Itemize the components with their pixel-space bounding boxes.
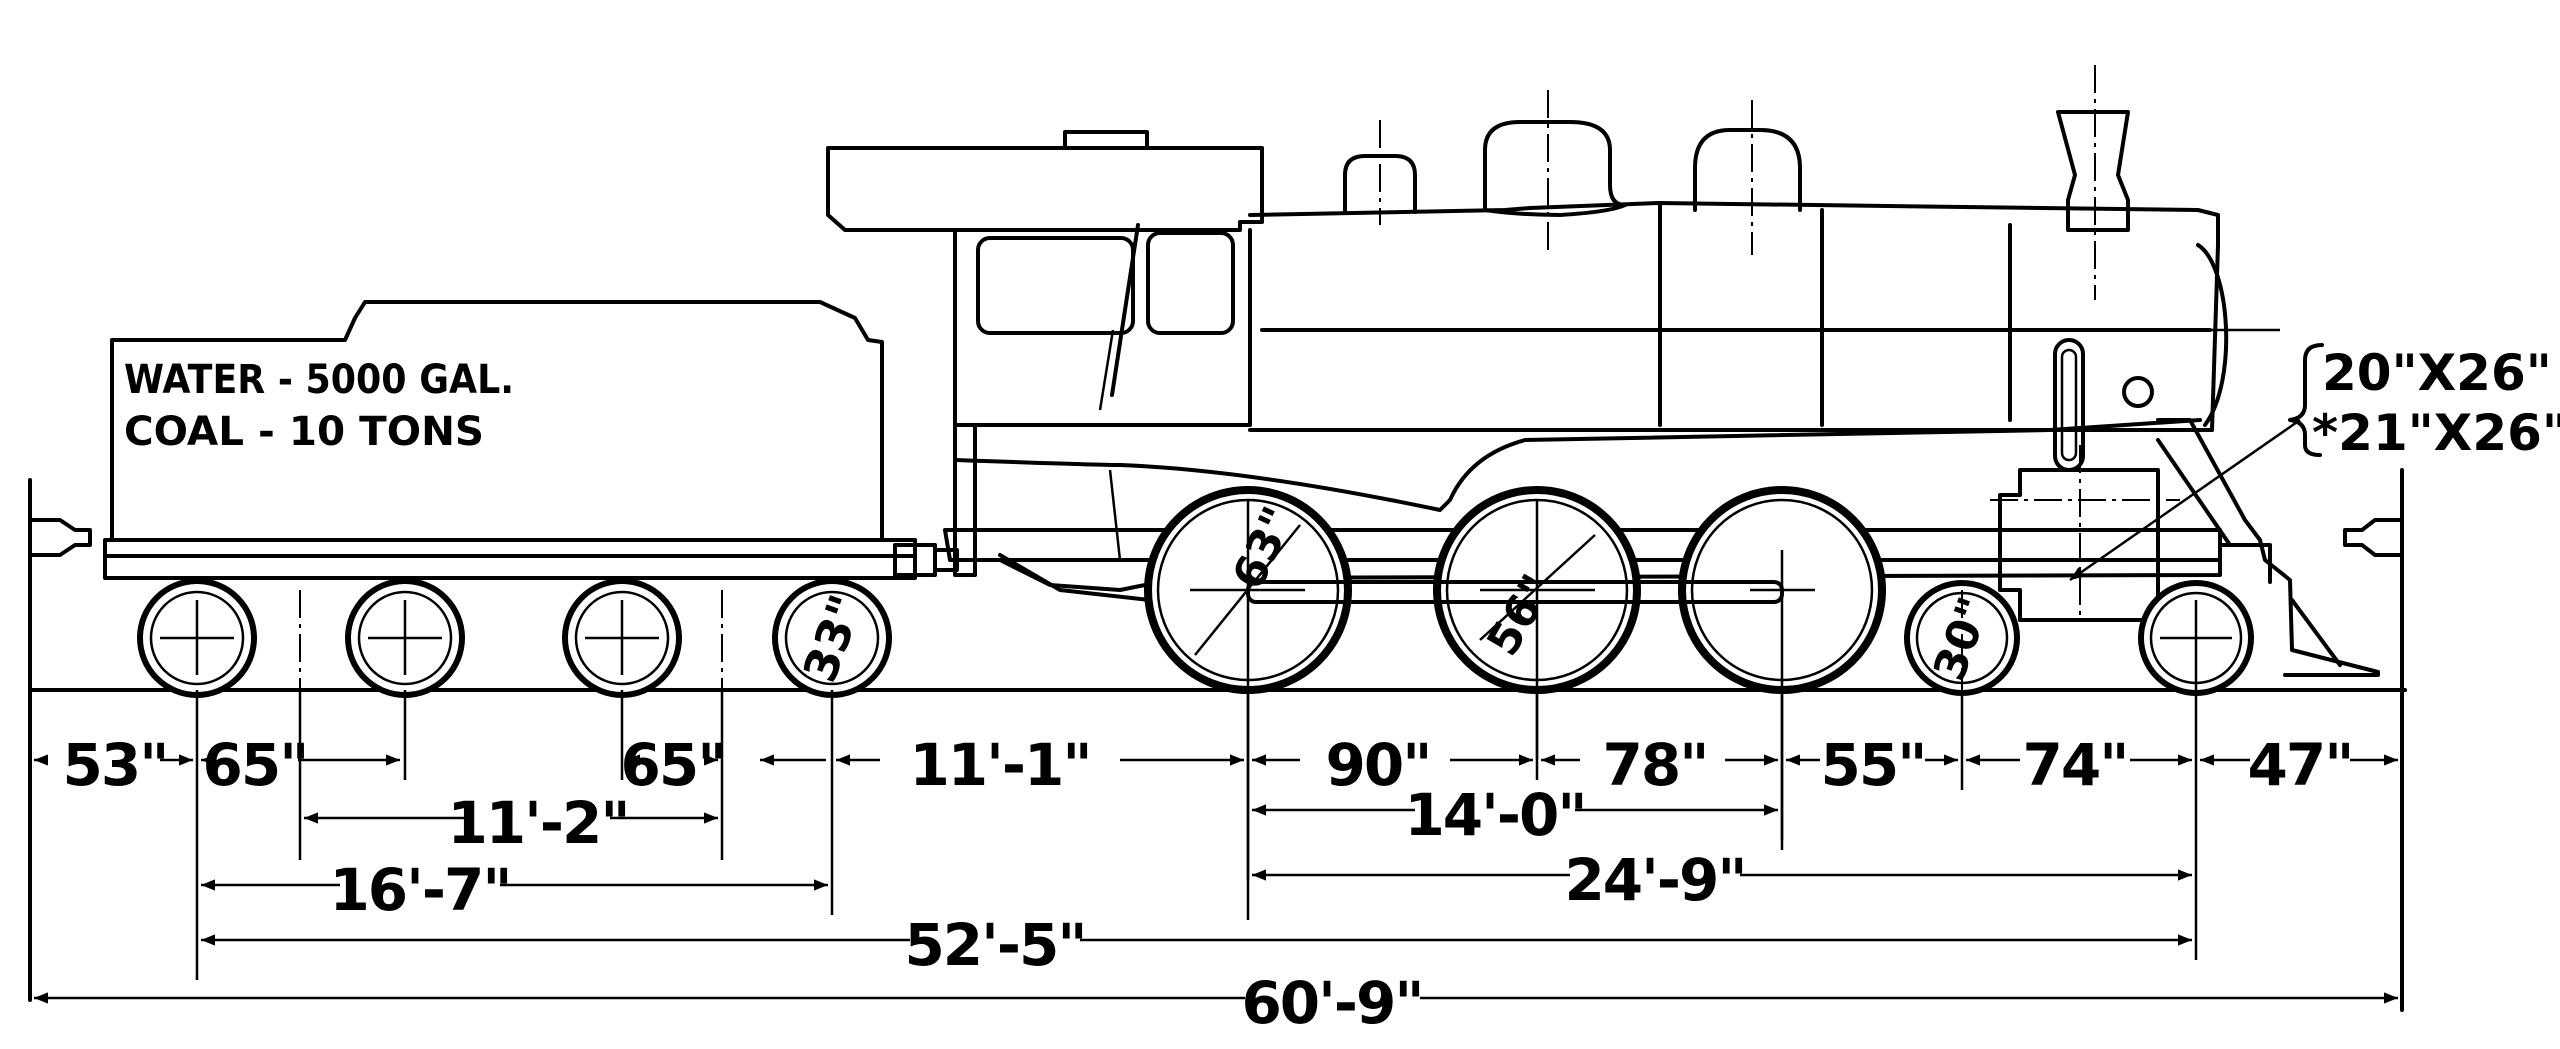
front-coupler [2343,468,2404,1012]
dim-14-0: 14'-0" [1404,781,1585,849]
dim-55: 55" [1821,731,1926,799]
dim-60-9: 60'-9" [1241,969,1422,1037]
cylinder-callout-brace [2288,343,2324,457]
dim-65-b: 65" [621,731,726,799]
dim-11-1: 11'-1" [909,731,1090,799]
dim-65-a: 65" [203,731,308,799]
dim-16-7: 16'-7" [329,856,510,924]
dim-78: 78" [1603,731,1708,799]
cylinder-size-alternate: *21"X26" [2312,404,2560,462]
dim-53: 53" [63,731,168,799]
dim-24-9: 24'-9" [1564,846,1745,914]
dim-47: 47" [2248,731,2353,799]
dim-90: 90" [1326,731,1431,799]
side-rod [1246,580,1784,604]
dim-74: 74" [2023,731,2128,799]
tender-wheel-2 [345,578,465,698]
tender-water-capacity: WATER - 5000 GAL. [124,357,514,403]
extension-lines [195,690,1964,980]
cylinder-size-standard: 20"X26" [2322,344,2552,402]
tender-wheel-3 [562,578,682,698]
front-truck-wheel [2138,580,2254,960]
rear-coupler [28,478,92,1002]
tender-wheel-1 [137,578,257,698]
cylinder-callout-leader [2069,418,2301,582]
tender-coal-capacity: COAL - 10 TONS [124,409,484,455]
dim-52-5: 52'-5" [904,911,1085,979]
dim-11-2: 11'-2" [447,789,628,857]
